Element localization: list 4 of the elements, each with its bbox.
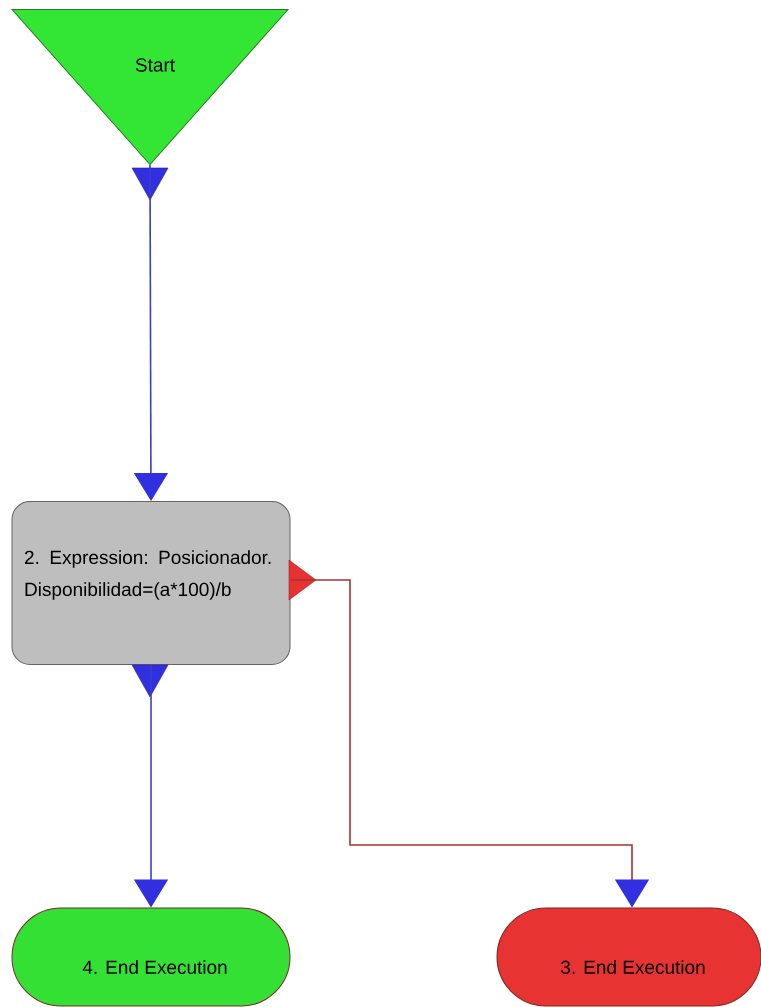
end-terminal: 4. End Execution <box>11 907 291 1007</box>
start-triangle: Start <box>11 9 289 165</box>
end-terminal: 3. End Execution <box>496 907 761 1007</box>
process-box: 2. Expression: Posicionador. Disponibilidad=(a*100)/b <box>11 501 291 665</box>
